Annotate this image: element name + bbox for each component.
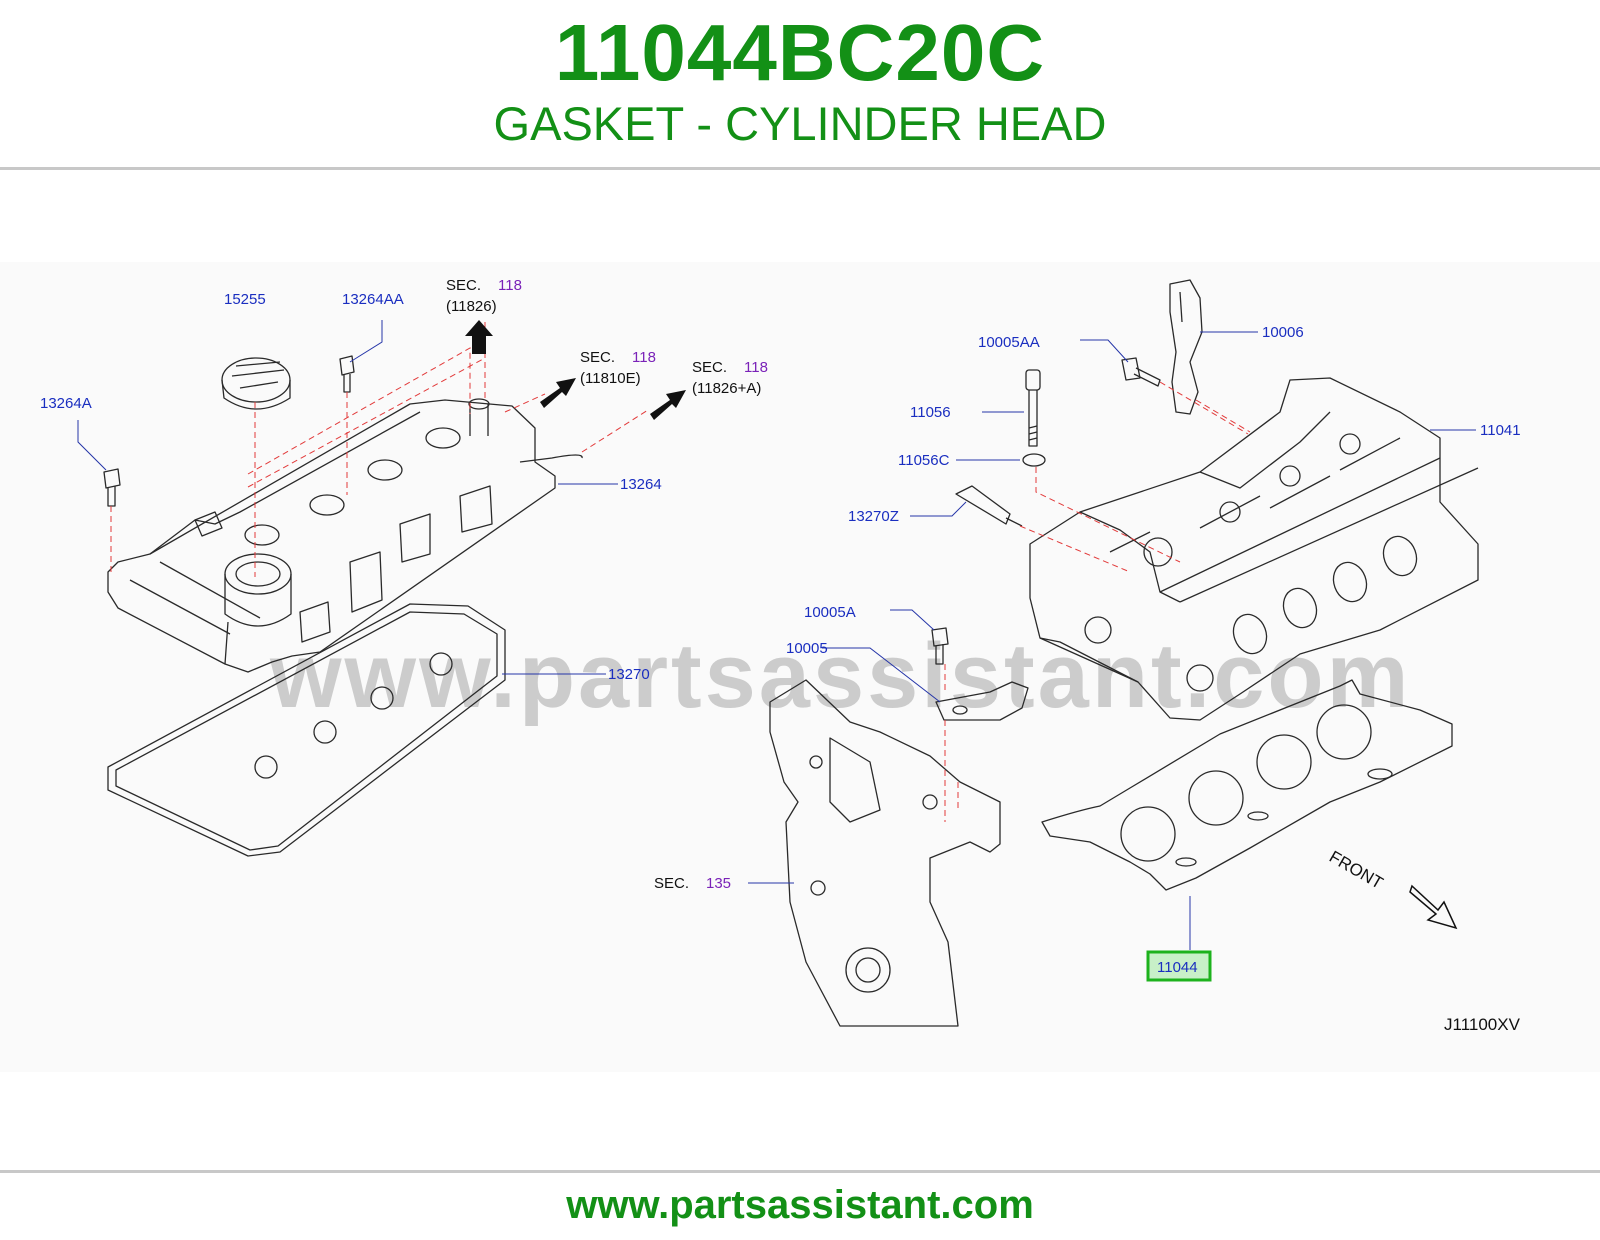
sec-ref-2-prefix: SEC. (580, 349, 615, 366)
callout-11041[interactable]: 11041 (1480, 422, 1521, 439)
diagram-canvas: www.partsassistant.com (40, 277, 1521, 1034)
bracket-10005-drawing (935, 681, 1029, 721)
exploded-parts-diagram: www.partsassistant.com (0, 262, 1600, 1072)
sec-arrow-up (465, 320, 493, 354)
callout-13270[interactable]: 13270 (608, 666, 650, 683)
sec-ref-1-prefix: SEC. (446, 277, 481, 294)
callout-10005AA[interactable]: 10005AA (978, 334, 1040, 351)
header-divider (0, 167, 1600, 170)
bolt-10005AA-drawing (1121, 357, 1161, 387)
sec-ref-4-prefix: SEC. (654, 875, 689, 892)
callout-15255[interactable]: 15255 (224, 291, 266, 308)
callout-13264[interactable]: 13264 (620, 476, 662, 493)
sec-ref-4-number[interactable]: 135 (706, 875, 731, 892)
callout-11056[interactable]: 11056 (910, 404, 951, 421)
sec-ref-3-sub: (11826+A) (692, 380, 761, 397)
leader-10005A (890, 609, 935, 631)
bolt-10005A-drawing (931, 627, 949, 665)
callout-10005A[interactable]: 10005A (804, 604, 856, 621)
front-cover-drawing (769, 679, 1001, 1027)
callout-13264A[interactable]: 13264A (40, 395, 92, 412)
leader-10005AA (1080, 339, 1129, 363)
sec-ref-2-sub: (11810E) (580, 370, 641, 387)
leader-13270Z (910, 501, 967, 517)
callout-11044-highlight (1146, 950, 1212, 982)
assembly-dashed-lines-left (110, 322, 649, 577)
part-number-title: 11044BC20C (554, 8, 1046, 97)
leader-13264AA (349, 320, 383, 363)
leader-13264A (77, 420, 107, 471)
bracket-10006-drawing (1169, 279, 1203, 415)
rocker-cover-drawing (107, 398, 583, 673)
watermark-text: www.partsassistant.com (269, 625, 1411, 727)
rocker-cover-gasket-drawing (107, 603, 506, 857)
callout-13270Z[interactable]: 13270Z (848, 508, 899, 525)
sec-ref-1-sub: (11826) (446, 298, 497, 315)
callout-10005[interactable]: 10005 (786, 640, 828, 657)
sec-ref-2-number[interactable]: 118 (632, 349, 656, 366)
head-bolt-11056-drawing (1025, 369, 1041, 447)
callout-13264AA[interactable]: 13264AA (342, 291, 404, 308)
assembly-dashed-lines-right (944, 381, 1251, 822)
sec-ref-1-number[interactable]: 118 (498, 277, 522, 294)
front-label: FRONT (1326, 847, 1386, 893)
sec-ref-3-prefix: SEC. (692, 359, 727, 376)
callout-11056C[interactable]: 11056C (898, 452, 950, 469)
bolt-13264A-drawing (103, 468, 121, 507)
cylinder-head-drawing (1029, 377, 1479, 721)
callout-10006[interactable]: 10006 (1262, 324, 1304, 341)
sec-ref-3-number[interactable]: 118 (744, 359, 768, 376)
liquid-gasket-13270Z-drawing (955, 485, 1023, 527)
sec-arrow-11810E (540, 378, 576, 408)
oil-filler-cap-drawing (221, 357, 291, 410)
head-gasket-11044-drawing (1041, 679, 1453, 891)
leader-10005 (822, 647, 941, 703)
callout-11044[interactable]: 11044 (1157, 959, 1198, 976)
diagram-code: J11100XV (1444, 1015, 1521, 1034)
header: 11044BC20C GASKET - CYLINDER HEAD (0, 0, 1600, 168)
part-name-subtitle: GASKET - CYLINDER HEAD (493, 97, 1107, 150)
front-direction-arrow (1409, 884, 1458, 930)
sec-arrow-11826A (650, 390, 686, 420)
footer-divider (0, 1170, 1600, 1173)
washer-11056C-drawing (1022, 453, 1046, 467)
footer-website-url[interactable]: www.partsassistant.com (566, 1183, 1034, 1227)
